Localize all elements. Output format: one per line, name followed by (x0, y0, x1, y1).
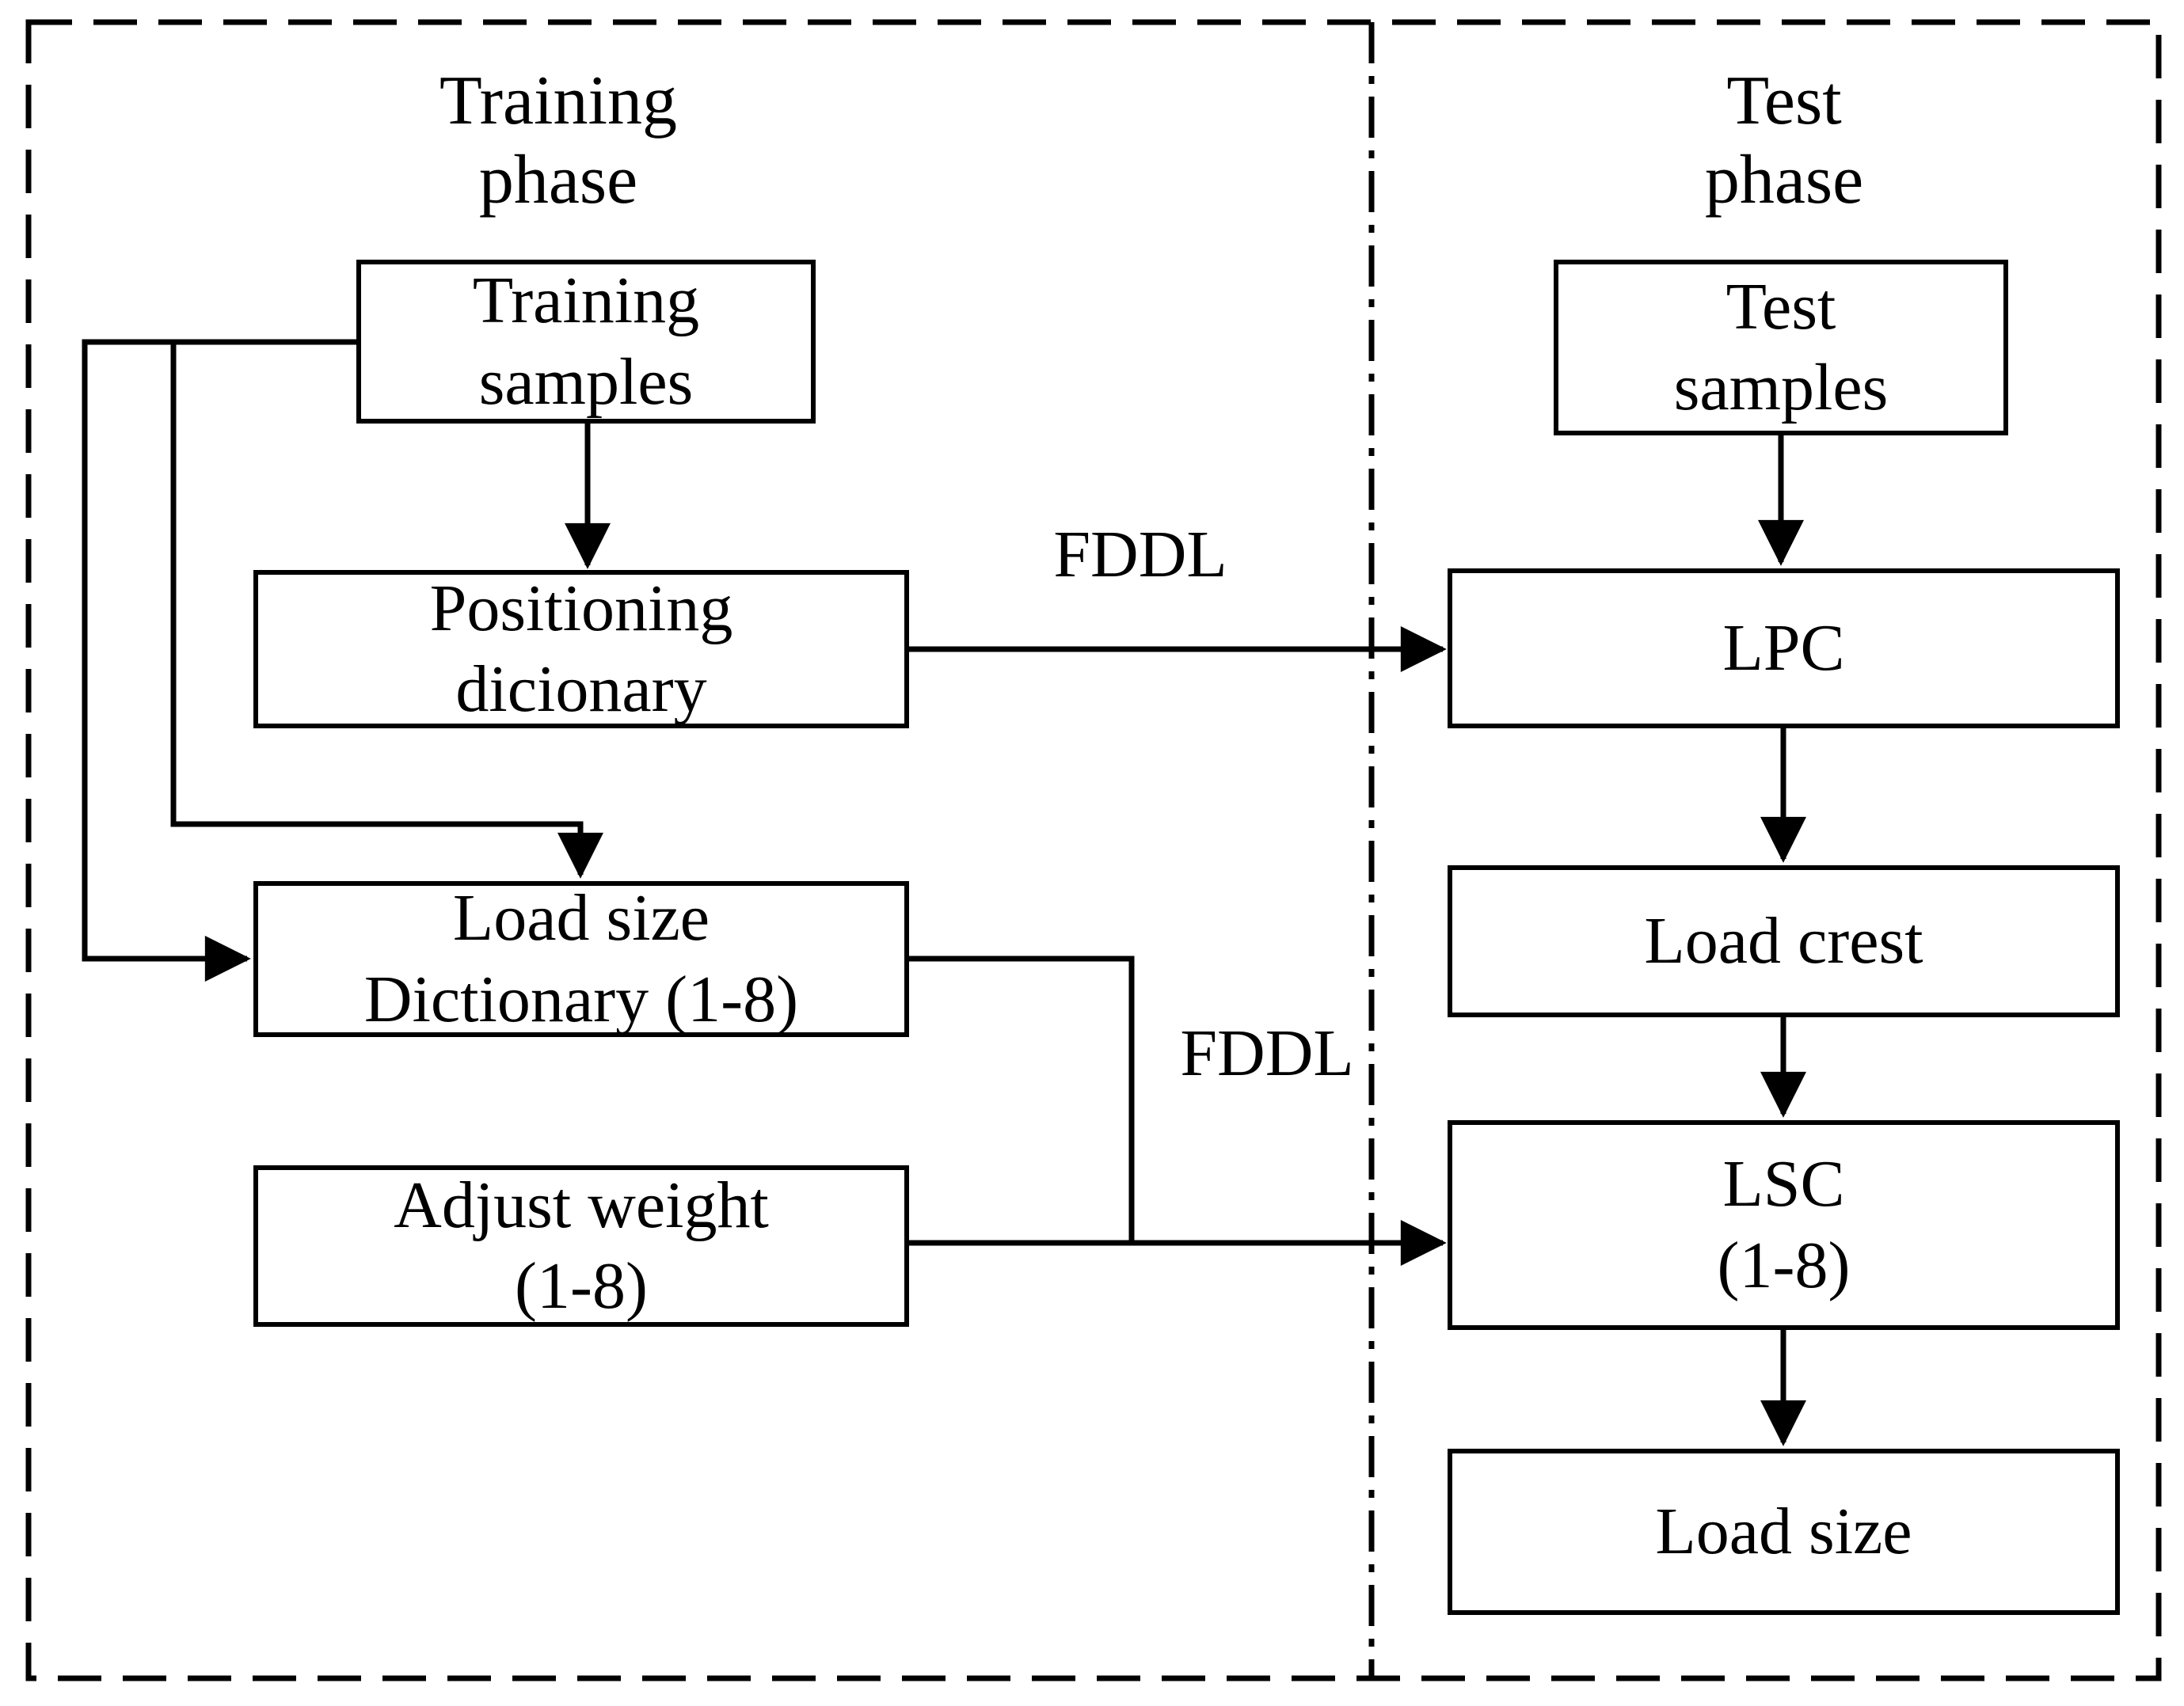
node-lsc: LSC (1-8) (1448, 1120, 2120, 1330)
node-test-samples: Test samples (1554, 260, 2008, 435)
training-phase-title-line1: Training (439, 63, 677, 139)
node-positioning-dictionary-label-line2: dicionary (455, 652, 707, 726)
node-positioning-dictionary-label-line1: Positioning (429, 571, 733, 645)
node-positioning-dictionary: Positioning dicionary (253, 570, 909, 728)
node-training-samples: Training samples (356, 260, 816, 424)
node-lpc-label: LPC (1722, 610, 1845, 685)
node-load-size-dictionary-label-line2: Dictionary (1-8) (363, 962, 799, 1036)
node-adjust-weight: Adjust weight (1-8) (253, 1165, 909, 1327)
node-lpc: LPC (1448, 568, 2120, 728)
node-adjust-weight-label-line1: Adjust weight (394, 1168, 769, 1242)
edge-training-samples-to-load-size-dict-top (170, 342, 603, 879)
edge-training-samples-to-load-size-dict-left (82, 339, 356, 982)
node-test-samples-label-line1: Test (1726, 269, 1836, 344)
node-adjust-weight-label-line2: (1-8) (515, 1249, 648, 1323)
node-test-samples-label-line2: samples (1673, 351, 1889, 424)
node-training-samples-label-line2: samples (478, 344, 694, 419)
node-load-size-dictionary-label-line1: Load size (452, 881, 710, 956)
node-load-crest-label: Load crest (1644, 903, 1923, 978)
fddl-label-top: FDDL (1053, 518, 1227, 591)
node-load-size-label: Load size (1655, 1494, 1912, 1568)
test-phase-title-line1: Test (1726, 63, 1842, 139)
edge-load-size-dict-to-merge (909, 956, 1135, 1243)
test-phase-title: Test phase (1547, 62, 2022, 221)
outer-dashed-border (25, 19, 2162, 1681)
training-phase-title: Training phase (321, 62, 796, 221)
node-load-size-dictionary: Load size Dictionary (1-8) (253, 881, 909, 1037)
test-phase-title-line2: phase (1704, 142, 1864, 219)
training-phase-title-line2: phase (478, 142, 638, 219)
node-lsc-label-line1: LSC (1722, 1147, 1845, 1222)
node-lsc-label-line2: (1-8) (1717, 1228, 1851, 1302)
fddl-label-bottom: FDDL (1180, 1016, 1354, 1090)
node-training-samples-label-line1: Training (472, 264, 700, 338)
node-load-size: Load size (1448, 1449, 2120, 1615)
node-load-crest: Load crest (1448, 865, 2120, 1017)
